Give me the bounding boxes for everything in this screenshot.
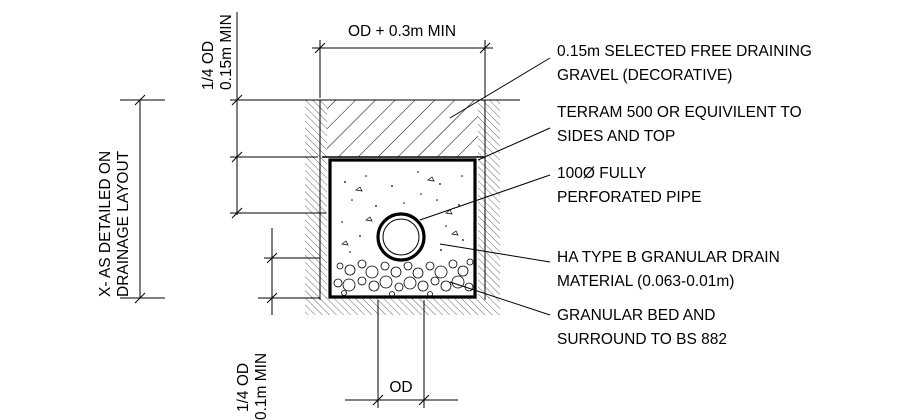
pipe-od-label: OD	[389, 379, 412, 396]
callout-drain-line1: HA TYPE B GRANULAR DRAIN	[557, 249, 780, 266]
top-width-dimension	[312, 40, 493, 98]
pipe-od-dimension	[345, 300, 458, 408]
callout-bed-line1: GRANULAR BED AND	[557, 307, 715, 324]
terram-membrane	[322, 156, 484, 299]
callout-gravel-line1: 0.15m SELECTED FREE DRAINING	[557, 43, 812, 60]
perforated-pipe	[376, 212, 426, 262]
granular-bed-pebbles	[333, 258, 474, 297]
callout-terram-line2: SIDES AND TOP	[557, 128, 675, 145]
callout-gravel-line2: GRAVEL (DECORATIVE)	[557, 67, 732, 84]
bed-label-2: 0.1m MIN	[253, 353, 270, 420]
side-label-2: DRAINAGE LAYOUT	[115, 150, 132, 297]
side-dimension	[120, 94, 165, 304]
callout-gravel: 0.15m SELECTED FREE DRAINING GRAVEL (DEC…	[557, 43, 812, 84]
top-cover-label-2: 0.15m MIN	[218, 14, 235, 90]
callout-terram: TERRAM 500 OR EQUIVILENT TO SIDES AND TO…	[557, 104, 802, 145]
top-cover-label-1: 1/4 OD	[200, 41, 217, 90]
callout-drain-line2: MATERIAL (0.063-0.01m)	[557, 273, 734, 290]
callout-pipe-line1: 100Ø FULLY	[557, 165, 646, 182]
callout-drain-material: HA TYPE B GRANULAR DRAIN MATERIAL (0.063…	[557, 249, 780, 290]
callout-bed: GRANULAR BED AND SURROUND TO BS 882	[557, 307, 727, 348]
top-cover-dimension	[230, 12, 326, 219]
bed-label-1: 1/4 OD	[235, 363, 252, 412]
callout-pipe-line2: PERFORATED PIPE	[557, 189, 701, 206]
decorative-gravel-layer	[327, 100, 478, 157]
top-width-label: OD + 0.3m MIN	[348, 23, 456, 40]
callout-terram-line1: TERRAM 500 OR EQUIVILENT TO	[557, 104, 802, 121]
side-label-1: X- AS DETAILED ON	[97, 151, 114, 297]
callout-pipe: 100Ø FULLY PERFORATED PIPE	[557, 165, 701, 206]
callout-bed-line2: SURROUND TO BS 882	[557, 331, 727, 348]
bed-dimension	[264, 228, 320, 315]
leader-lines	[419, 57, 551, 316]
surrounding-soil	[305, 100, 500, 315]
